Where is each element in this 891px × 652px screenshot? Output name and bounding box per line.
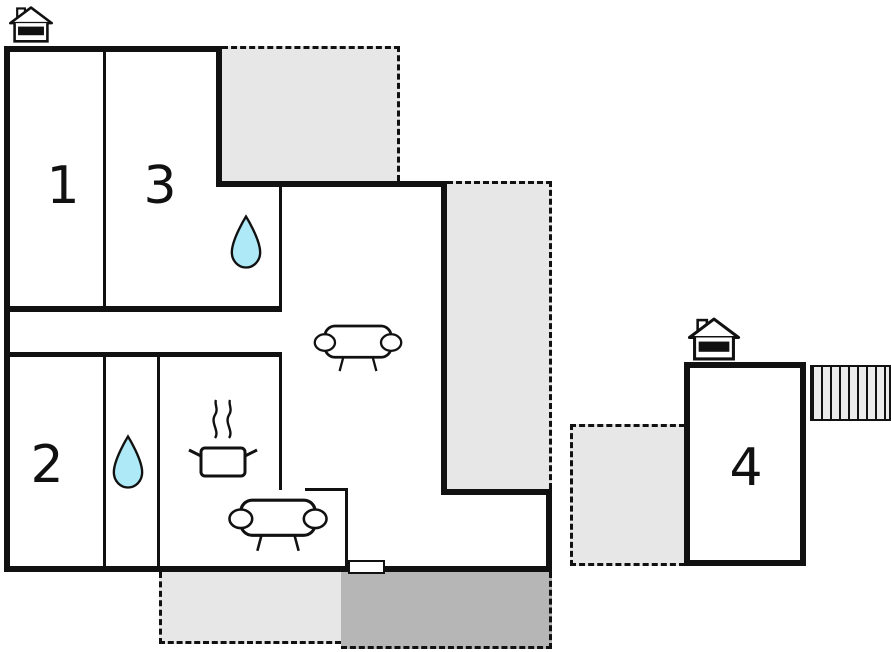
wall-top-living: [216, 181, 447, 187]
water-drop-icon: [112, 434, 144, 489]
room-3-label: 3: [143, 156, 177, 216]
wall-vestibule-horizontal: [305, 488, 348, 491]
cooking-pot-steam-icon: [188, 399, 258, 478]
wall-mid-upper: [4, 306, 282, 312]
sofa-top-view-icon: [313, 324, 403, 372]
wall-mid-lower: [4, 352, 282, 357]
water-drop-icon: [230, 214, 262, 269]
terrace-bottom-dark: [341, 572, 552, 649]
terrace-room4: [570, 424, 685, 566]
room-2-label: 2: [30, 435, 64, 495]
chimney-house-icon: [687, 317, 741, 361]
wall-divider-room2-bath: [103, 357, 106, 566]
wall-bath-top-right: [279, 187, 282, 306]
wall-divider-bath-kitchen: [157, 357, 160, 566]
stairs-icon: [810, 365, 891, 421]
wall-top-rooms: [4, 46, 222, 52]
sofa-top-view-icon: [228, 498, 328, 552]
wall-step-bottom: [441, 489, 552, 495]
terrace-bottom-light: [159, 572, 341, 644]
terrace-top: [222, 46, 400, 181]
chimney-house-icon: [8, 6, 54, 43]
terrace-right: [447, 181, 552, 489]
wall-right-rooms: [216, 46, 222, 187]
wall-vestibule-vertical: [345, 488, 348, 566]
wall-right-living: [441, 181, 447, 495]
room-4-label: 4: [729, 438, 763, 498]
door-icon: [348, 560, 385, 574]
wall-divider-rooms-1-3: [103, 52, 106, 306]
room-4-outline: [684, 362, 806, 566]
wall-kitchen-right: [279, 357, 282, 490]
wall-bottom: [4, 566, 552, 572]
room-1-label: 1: [46, 156, 80, 216]
wall-right-lower: [546, 489, 552, 572]
